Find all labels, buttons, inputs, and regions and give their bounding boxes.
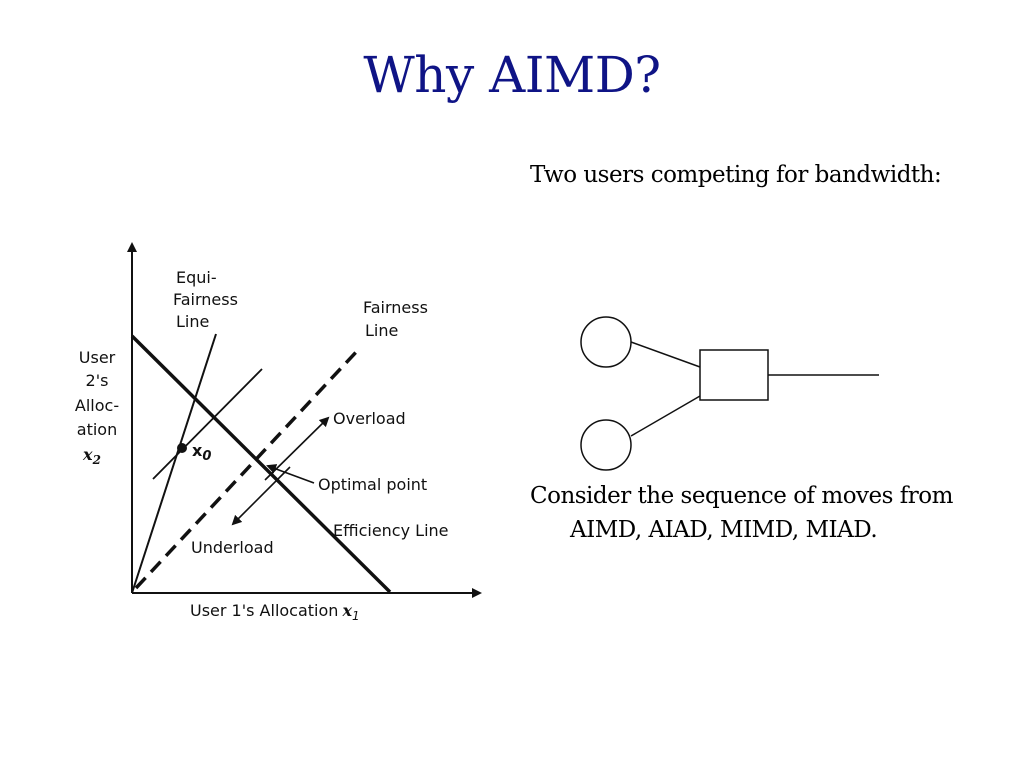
y-axis-label-1: User: [79, 348, 116, 367]
equi-fairness-label-2: Fairness: [173, 290, 238, 309]
bottleneck-router: [699, 349, 769, 401]
fairness-label-2: Line: [365, 321, 398, 340]
underload-arrow: [231, 466, 291, 526]
y-axis-label-3: Alloc-: [75, 396, 119, 415]
underload-label: Underload: [191, 538, 274, 557]
fairness-line: [134, 348, 360, 590]
optimal-point-arrow: [266, 464, 315, 484]
y-axis-label-2: 2's: [86, 371, 109, 390]
user-1-node: [580, 316, 632, 368]
equi-fairness-line: [131, 333, 217, 594]
optimal-point-label: Optimal point: [318, 475, 427, 494]
y-axis-variable: x2: [82, 445, 101, 467]
efficiency-line-label: Efficiency Line: [333, 521, 449, 540]
user-2-link: [630, 395, 701, 437]
overload-label: Overload: [333, 409, 406, 428]
line-through-x0: [152, 368, 263, 480]
user-2-node: [580, 419, 632, 471]
point-x0-label: x0: [192, 441, 211, 464]
fairness-label-1: Fairness: [363, 298, 428, 317]
text-two-users: Two users competing for bandwidth:: [530, 162, 942, 188]
network-diagram: [580, 316, 879, 471]
overload-arrow: [264, 416, 330, 481]
efficiency-line: [130, 334, 392, 594]
user-1-link: [630, 341, 701, 368]
text-consider-sequence: Consider the sequence of moves from AIMD…: [530, 483, 953, 543]
point-x0: [177, 443, 187, 453]
slide-title: Why AIMD?: [363, 46, 661, 104]
y-axis-label-4: ation: [77, 420, 117, 439]
equi-fairness-label-1: Equi-: [176, 268, 217, 287]
equi-fairness-label-3: Line: [176, 312, 209, 331]
